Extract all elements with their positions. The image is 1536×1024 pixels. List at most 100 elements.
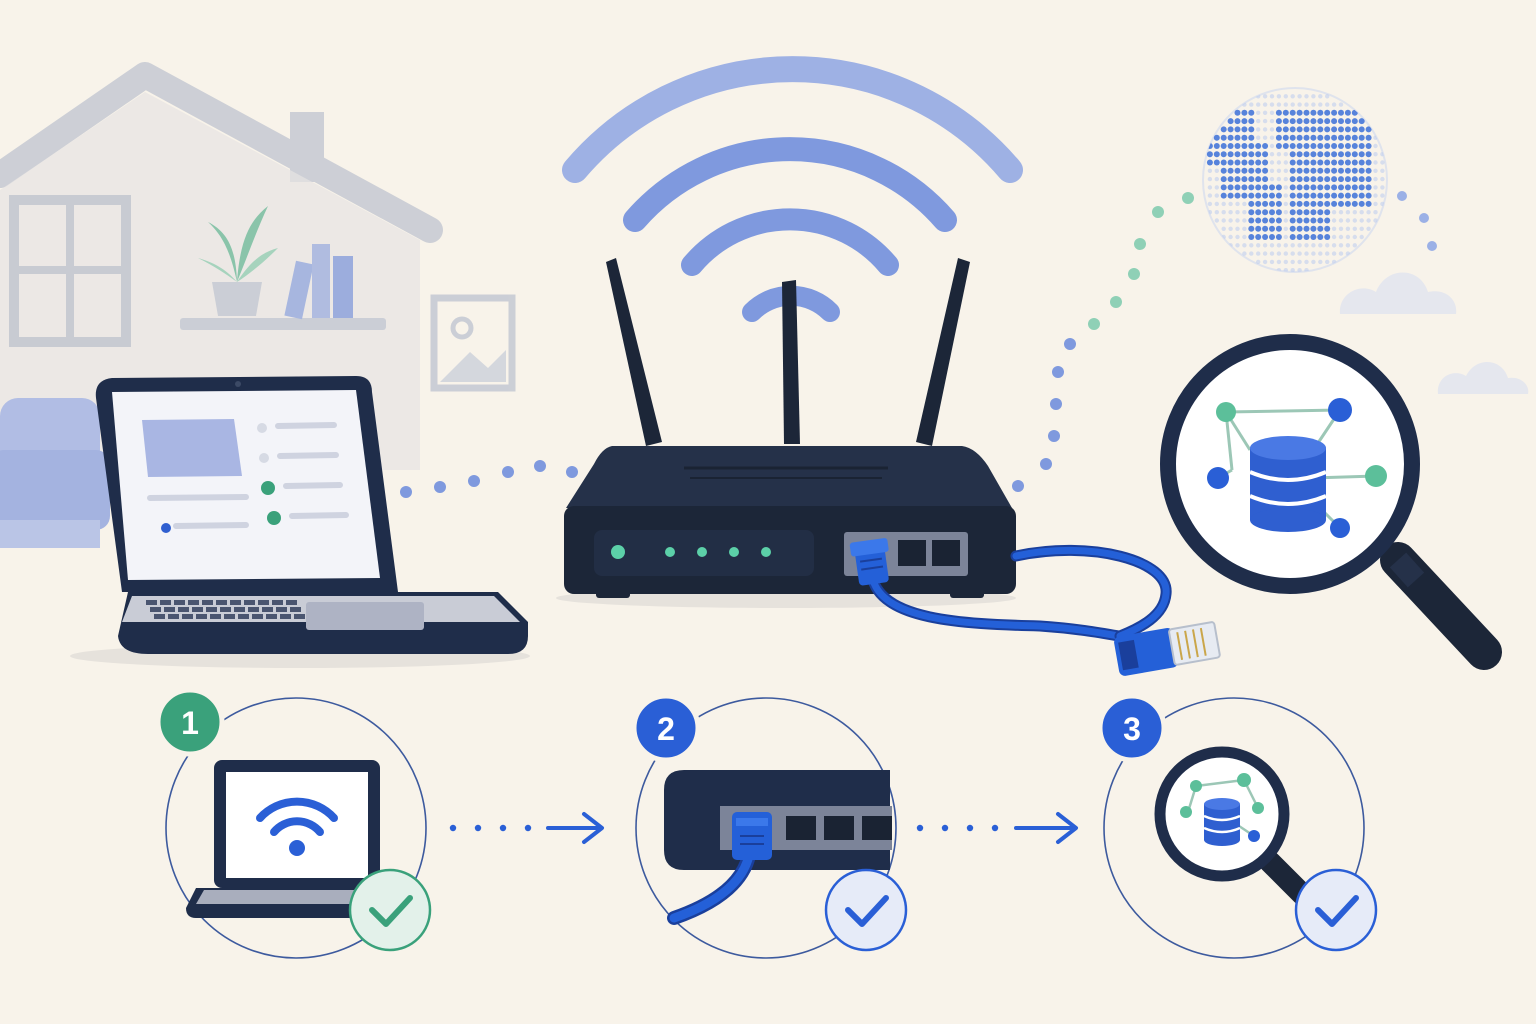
- dot: [1303, 225, 1310, 232]
- dot: [1289, 143, 1296, 149]
- dot: [1275, 134, 1282, 141]
- dot: [1310, 200, 1317, 207]
- dot: [1290, 251, 1295, 256]
- dot: [1338, 143, 1344, 149]
- dot: [1234, 192, 1241, 199]
- dot: [1283, 268, 1289, 272]
- dot: [1289, 225, 1296, 232]
- dot: [1331, 226, 1337, 231]
- dot: [1220, 184, 1227, 191]
- dot: [1283, 201, 1289, 207]
- check-icon: [824, 868, 908, 952]
- dot: [1282, 143, 1289, 149]
- dot: [1269, 143, 1275, 149]
- dot: [1262, 184, 1269, 191]
- dot: [1248, 200, 1255, 207]
- dot: [1311, 94, 1316, 99]
- dot: [1317, 159, 1324, 166]
- dot: [1296, 109, 1303, 116]
- dot: [1283, 251, 1289, 256]
- dot: [1235, 234, 1240, 240]
- dot: [1220, 126, 1227, 133]
- dot: [1207, 176, 1213, 182]
- dot: [1262, 217, 1269, 224]
- dot: [1351, 159, 1358, 166]
- step-2-badge: 2: [631, 693, 701, 763]
- dot: [1290, 259, 1295, 265]
- dot: [1269, 184, 1275, 191]
- dot: [1351, 134, 1358, 141]
- dot: [1331, 151, 1338, 158]
- magnifier-database-icon: [1160, 334, 1502, 670]
- dot: [1241, 134, 1248, 141]
- dot: [1317, 134, 1324, 141]
- dot: [1289, 118, 1296, 125]
- dot: [1269, 160, 1275, 165]
- dot: [1269, 118, 1275, 124]
- dot: [1317, 167, 1324, 174]
- dot: [1276, 160, 1282, 165]
- key: [286, 600, 297, 605]
- dot: [1380, 176, 1385, 182]
- dot: [1248, 143, 1255, 149]
- svg-text:1: 1: [181, 705, 199, 741]
- dot: [1227, 192, 1234, 199]
- dot: [1344, 109, 1351, 116]
- dot: [1207, 185, 1213, 190]
- dot: [1128, 268, 1140, 280]
- dot: [1214, 201, 1220, 207]
- dot: [1296, 192, 1303, 199]
- dot: [1262, 94, 1268, 99]
- dot: [1241, 159, 1248, 166]
- dot: [1275, 217, 1282, 224]
- dot: [1283, 243, 1289, 248]
- dot: [1242, 218, 1247, 223]
- dot: [1276, 176, 1282, 182]
- dot: [1318, 94, 1323, 99]
- dot: [1303, 192, 1310, 199]
- dot: [1303, 143, 1310, 149]
- dot: [1241, 109, 1248, 116]
- dot: [1276, 152, 1282, 157]
- dot: [1269, 259, 1275, 265]
- dot: [1052, 366, 1064, 378]
- dot: [1351, 184, 1358, 191]
- dot: [1380, 160, 1385, 165]
- dot: [1275, 126, 1282, 133]
- dot: [1325, 251, 1330, 256]
- key: [230, 600, 241, 605]
- dot: [1234, 126, 1241, 133]
- step-1-badge: 1: [155, 687, 225, 757]
- dot: [1283, 210, 1289, 215]
- dot: [1303, 184, 1310, 191]
- dot: [1248, 225, 1255, 232]
- dot: [1317, 225, 1324, 232]
- dot: [1234, 159, 1241, 166]
- dot: [1227, 167, 1234, 174]
- dot: [1282, 134, 1289, 141]
- dot: [1289, 234, 1296, 240]
- key: [252, 614, 263, 619]
- dot: [1345, 226, 1351, 231]
- dot: [1317, 192, 1324, 199]
- dot: [1249, 243, 1254, 248]
- key: [290, 607, 301, 612]
- dot: [1338, 218, 1344, 223]
- dot: [1256, 110, 1261, 116]
- key: [188, 600, 199, 605]
- dot: [1241, 151, 1248, 158]
- ethernet-cable-icon: [849, 538, 1221, 676]
- dot: [468, 475, 480, 487]
- dot: [1289, 167, 1296, 174]
- dot: [1324, 167, 1331, 174]
- dot: [1256, 259, 1261, 265]
- dot: [1324, 184, 1331, 191]
- dot: [1351, 192, 1358, 199]
- dot: [1338, 167, 1344, 174]
- dot: [1241, 118, 1248, 125]
- dot: [1310, 118, 1317, 125]
- dot: [1365, 159, 1372, 166]
- dot: [1152, 206, 1164, 218]
- dot: [1331, 210, 1337, 215]
- dot: [1289, 209, 1296, 216]
